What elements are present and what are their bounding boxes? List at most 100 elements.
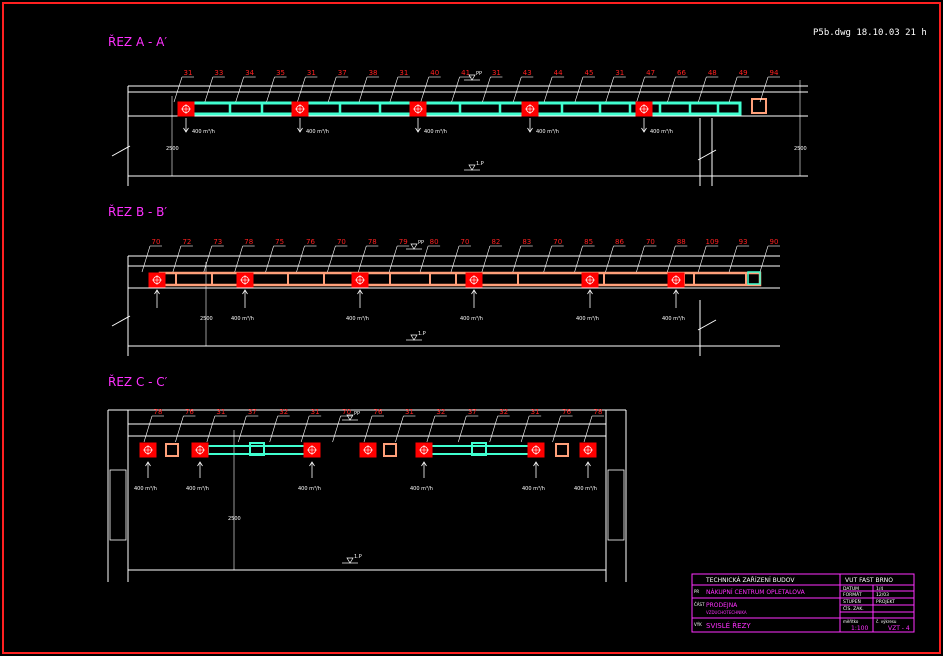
break-mark xyxy=(111,315,131,327)
window-right xyxy=(607,469,625,541)
break-mark xyxy=(697,149,717,161)
callout-number: 33 xyxy=(214,69,223,77)
tb-meta-key: STUPEŇ xyxy=(843,598,861,605)
level-label: 1.P xyxy=(476,161,484,167)
callout-leader xyxy=(420,76,430,103)
tb-meta-value: 12/03 xyxy=(876,592,889,598)
callout-leader xyxy=(206,415,216,443)
level-label: PP xyxy=(476,71,482,77)
callout-number: 70 xyxy=(646,238,655,246)
duct-left xyxy=(207,445,317,455)
callout-leader xyxy=(605,76,615,103)
flow-label: 400 m³/h xyxy=(536,129,559,135)
section-a-title: ŘEZ A - A′ xyxy=(108,34,167,49)
callout-leader xyxy=(636,245,645,273)
callout-leader xyxy=(697,245,707,273)
callout-leader xyxy=(481,245,491,273)
flow-label: 400 m³/h xyxy=(410,486,433,492)
callout-leader xyxy=(667,245,676,273)
tb-scale: 1:100 xyxy=(851,625,868,632)
callout-number: 78 xyxy=(368,238,377,246)
callout-leader xyxy=(389,76,399,103)
dim-height: 2500 xyxy=(200,316,213,322)
tb-sheet-label: č. výkresu xyxy=(876,619,897,624)
callout-leader xyxy=(451,76,460,103)
callout-number: 79 xyxy=(399,238,408,246)
tb-org: VUT FAST BRNO xyxy=(845,577,893,584)
tb-meta-key: FORMÁT xyxy=(843,591,862,598)
flow-arrowhead xyxy=(415,127,421,133)
callout-number: 82 xyxy=(491,238,500,246)
level-marker xyxy=(468,74,476,81)
callout-number: 88 xyxy=(677,238,686,246)
callout-leader xyxy=(395,415,404,443)
callout-leader xyxy=(489,415,499,443)
callout-number: 70 xyxy=(337,238,346,246)
tb-meta-key: DATUM xyxy=(843,586,859,592)
dim-height: 2500 xyxy=(166,146,179,152)
callout-number: 34 xyxy=(245,69,254,77)
callout-leader xyxy=(759,76,769,103)
callout-leader xyxy=(327,245,336,273)
tb-project: NÁKUPNÍ CENTRUM OPLETALOVA xyxy=(706,589,806,596)
tb-scale-label: měřítko xyxy=(843,619,859,624)
section-b-title: ŘEZ B - B′ xyxy=(108,204,167,219)
callout-leader xyxy=(728,76,738,103)
callout-number: 93 xyxy=(739,238,748,246)
flow-arrowhead xyxy=(585,461,591,467)
duct-fitting xyxy=(249,442,265,456)
flow-label: 400 m³/h xyxy=(231,316,254,322)
flow-arrowhead xyxy=(533,461,539,467)
callout-leader xyxy=(297,76,306,103)
duct-end-cap xyxy=(751,98,767,114)
flow-arrowhead xyxy=(145,461,151,467)
callout-leader xyxy=(143,415,153,443)
callout-number: 78 xyxy=(244,238,253,246)
flow-label: 400 m³/h xyxy=(186,486,209,492)
callout-leader xyxy=(450,245,460,273)
section-c-title: ŘEZ C - C′ xyxy=(108,374,168,389)
callout-number: 75 xyxy=(275,238,284,246)
dim-height: 2500 xyxy=(228,516,241,522)
callout-number: 41 xyxy=(461,69,470,77)
tb-project-tag: PR xyxy=(694,589,699,594)
tb-meta-key: ČÍS. ZAK. xyxy=(843,605,864,612)
flow-label: 400 m³/h xyxy=(650,129,673,135)
tb-part: PRODEJNA xyxy=(706,602,738,609)
callout-number: 83 xyxy=(522,238,531,246)
callout-leader xyxy=(457,415,467,443)
flow-label: 400 m³/h xyxy=(662,316,685,322)
callout-leader xyxy=(574,76,584,103)
flow-arrowhead xyxy=(357,289,363,295)
callout-leader xyxy=(203,245,213,273)
flow-arrowhead xyxy=(154,289,160,295)
level-label: PP xyxy=(418,240,424,246)
level-label: 1.P xyxy=(418,331,426,337)
callout-number: 76 xyxy=(185,408,194,416)
break-mark xyxy=(697,319,717,331)
flow-label: 400 m³/h xyxy=(346,316,369,322)
flow-label: 400 m³/h xyxy=(460,316,483,322)
callout-number: 94 xyxy=(770,69,779,77)
callout-leader xyxy=(574,245,583,273)
callout-leader xyxy=(728,245,738,273)
callout-number: 31 xyxy=(531,408,540,416)
callout-number: 70 xyxy=(461,238,470,246)
level-marker xyxy=(468,164,476,171)
flow-arrowhead xyxy=(527,127,533,133)
flow-arrowhead xyxy=(421,461,427,467)
callout-number: 32 xyxy=(279,408,288,416)
duct-cap xyxy=(555,443,569,457)
callout-leader xyxy=(698,76,707,103)
flow-label: 400 m³/h xyxy=(306,129,329,135)
callout-leader xyxy=(172,245,182,273)
callout-number: 43 xyxy=(523,69,532,77)
callout-number: 31 xyxy=(615,69,624,77)
callout-number: 76 xyxy=(374,408,383,416)
callout-number: 37 xyxy=(468,408,477,416)
callout-number: 40 xyxy=(430,69,439,77)
callout-number: 31 xyxy=(492,69,501,77)
